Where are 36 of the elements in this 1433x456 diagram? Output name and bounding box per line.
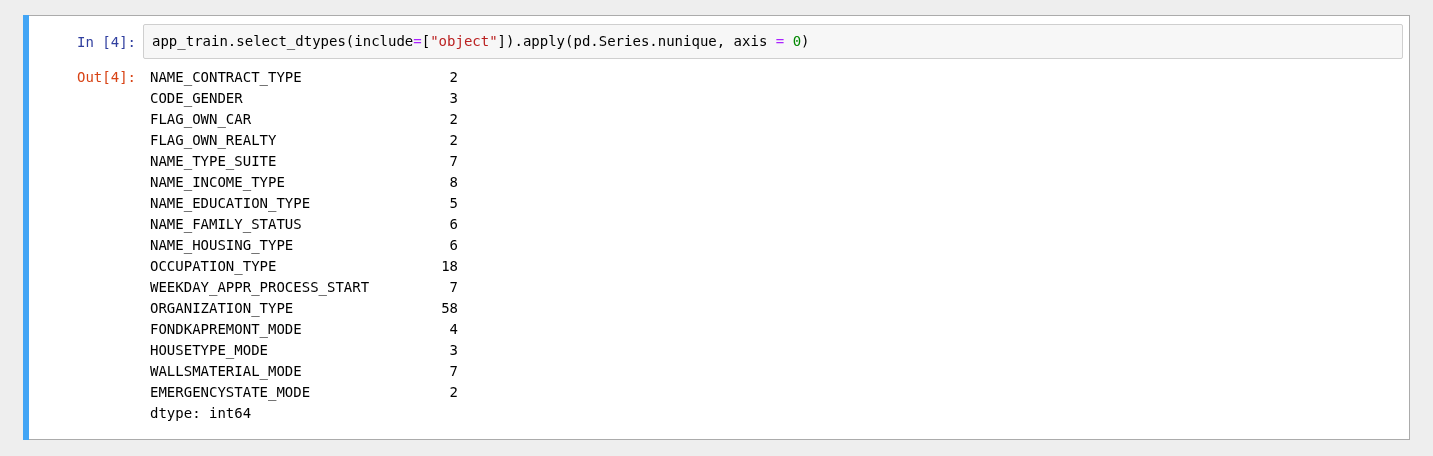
unique-count: 2 [449, 132, 458, 149]
column-name: NAME_TYPE_SUITE [150, 153, 277, 170]
unique-count: 4 [449, 321, 458, 338]
unique-count: 7 [449, 279, 458, 296]
unique-count: 6 [449, 237, 458, 254]
column-name: OCCUPATION_TYPE [150, 258, 277, 275]
column-name: ORGANIZATION_TYPE [150, 300, 294, 317]
unique-count: 3 [449, 342, 458, 359]
column-name: FLAG_OWN_REALTY [150, 132, 277, 149]
unique-count: 3 [449, 90, 458, 107]
column-name: WEEKDAY_APPR_PROCESS_START [150, 279, 370, 296]
column-name: FLAG_OWN_CAR [150, 111, 252, 128]
column-name: EMERGENCYSTATE_MODE [150, 384, 311, 401]
unique-count: 5 [449, 195, 458, 212]
unique-count: 8 [449, 174, 458, 191]
unique-count: 2 [449, 111, 458, 128]
column-name: HOUSETYPE_MODE [150, 342, 268, 359]
column-name: FONDKAPREMONT_MODE [150, 321, 302, 338]
unique-count: 7 [449, 153, 458, 170]
column-name: WALLSMATERIAL_MODE [150, 363, 302, 380]
dtype-line: dtype: int64 [150, 405, 252, 422]
column-name: CODE_GENDER [150, 90, 243, 107]
column-name: NAME_EDUCATION_TYPE [150, 195, 311, 212]
unique-count: 7 [449, 363, 458, 380]
column-name: NAME_CONTRACT_TYPE [150, 69, 302, 86]
unique-count: 2 [449, 384, 458, 401]
unique-count: 58 [441, 300, 458, 317]
column-name: NAME_FAMILY_STATUS [150, 216, 302, 233]
input-prompt: In [4]: [77, 34, 136, 51]
column-name: NAME_INCOME_TYPE [150, 174, 285, 191]
output-prompt: Out[4]: [77, 69, 136, 86]
unique-count: 18 [441, 258, 458, 275]
column-name: NAME_HOUSING_TYPE [150, 237, 294, 254]
unique-count: 6 [449, 216, 458, 233]
unique-count: 2 [449, 69, 458, 86]
code-input: app_train.select_dtypes(include=["object"]).apply(pd.Series.nunique, axis = 0) [143, 24, 1403, 59]
